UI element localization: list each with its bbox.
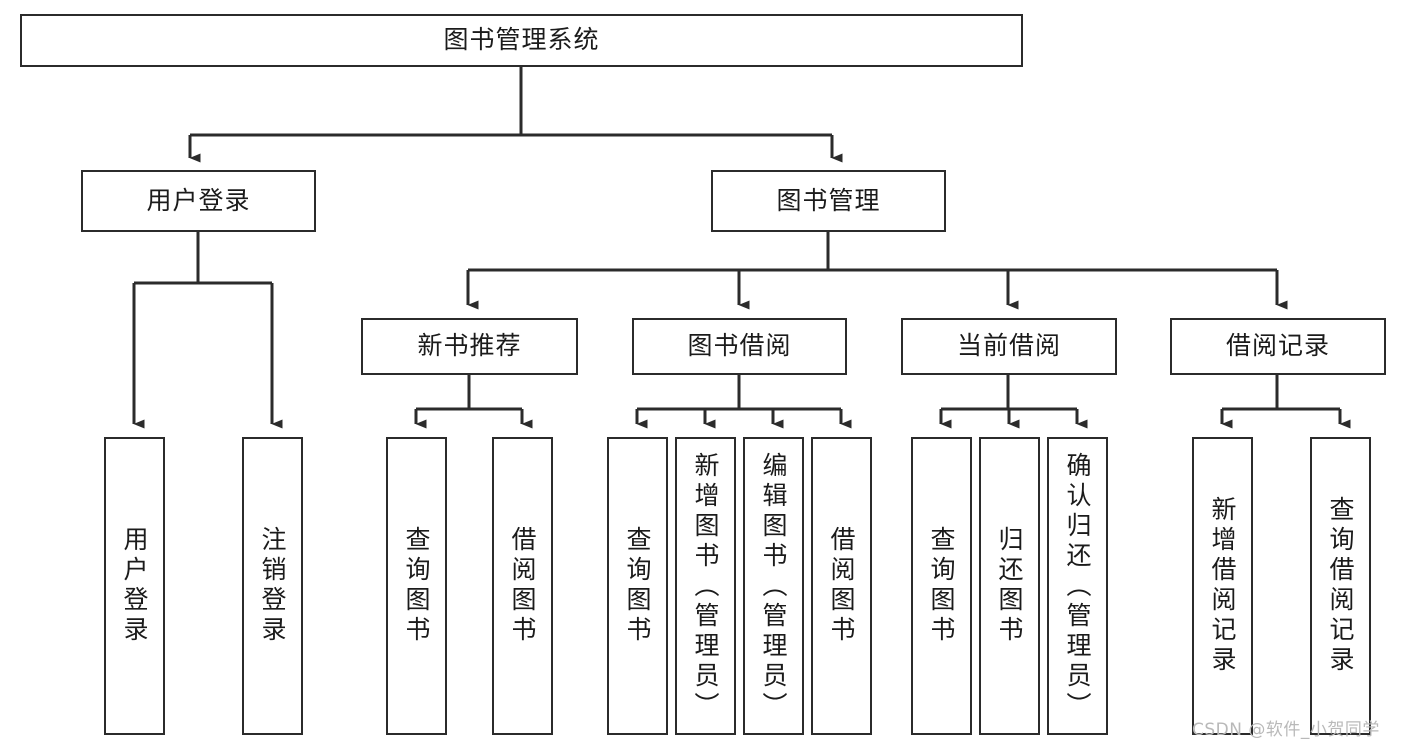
leaf-query-book-1[interactable]: 查询图书 — [386, 437, 447, 735]
leaf-user-login[interactable]: 用户登录 — [104, 437, 165, 735]
node-book-manage[interactable]: 图书管理 — [711, 170, 946, 232]
leaf-edit-book-label: 编辑图书（管理员） — [759, 452, 788, 722]
leaf-logout-login[interactable]: 注销登录 — [242, 437, 303, 735]
leaf-query-book-1-label: 查询图书 — [402, 526, 431, 646]
leaf-query-book-3[interactable]: 查询图书 — [911, 437, 972, 735]
leaf-add-book-label: 新增图书（管理员） — [691, 452, 720, 722]
leaf-user-login-label: 用户登录 — [120, 526, 149, 646]
leaf-confirm-return-label: 确认归还（管理员） — [1063, 452, 1092, 722]
node-root-label: 图书管理系统 — [443, 25, 600, 55]
leaf-return-book[interactable]: 归还图书 — [979, 437, 1040, 735]
leaf-query-record-label: 查询借阅记录 — [1326, 496, 1355, 676]
node-book-borrow-label: 图书借阅 — [687, 331, 792, 361]
csdn-watermark: CSDN @软件_小贺同学 — [1192, 720, 1380, 740]
node-user-login-label: 用户登录 — [146, 185, 251, 215]
leaf-query-book-2-label: 查询图书 — [623, 526, 652, 646]
node-root[interactable]: 图书管理系统 — [20, 14, 1023, 67]
node-current-borrow-label: 当前借阅 — [956, 331, 1061, 361]
node-book-borrow[interactable]: 图书借阅 — [632, 318, 847, 375]
leaf-borrow-book-2[interactable]: 借阅图书 — [811, 437, 872, 735]
node-borrow-record[interactable]: 借阅记录 — [1170, 318, 1386, 375]
leaf-logout-login-label: 注销登录 — [258, 526, 287, 646]
leaf-add-book[interactable]: 新增图书（管理员） — [675, 437, 736, 735]
node-new-book-recommend[interactable]: 新书推荐 — [361, 318, 578, 375]
leaf-add-record-label: 新增借阅记录 — [1208, 496, 1237, 676]
leaf-confirm-return[interactable]: 确认归还（管理员） — [1047, 437, 1108, 735]
node-user-login[interactable]: 用户登录 — [81, 170, 316, 232]
leaf-query-book-2[interactable]: 查询图书 — [607, 437, 668, 735]
leaf-query-book-3-label: 查询图书 — [927, 526, 956, 646]
leaf-borrow-book-1[interactable]: 借阅图书 — [492, 437, 553, 735]
leaf-borrow-book-1-label: 借阅图书 — [508, 526, 537, 646]
node-current-borrow[interactable]: 当前借阅 — [901, 318, 1117, 375]
leaf-return-book-label: 归还图书 — [995, 526, 1024, 646]
node-new-book-recommend-label: 新书推荐 — [417, 331, 522, 361]
node-book-manage-label: 图书管理 — [776, 185, 881, 215]
node-borrow-record-label: 借阅记录 — [1225, 331, 1330, 361]
leaf-edit-book[interactable]: 编辑图书（管理员） — [743, 437, 804, 735]
leaf-query-record[interactable]: 查询借阅记录 — [1310, 437, 1371, 735]
leaf-add-record[interactable]: 新增借阅记录 — [1192, 437, 1253, 735]
leaf-borrow-book-2-label: 借阅图书 — [827, 526, 856, 646]
